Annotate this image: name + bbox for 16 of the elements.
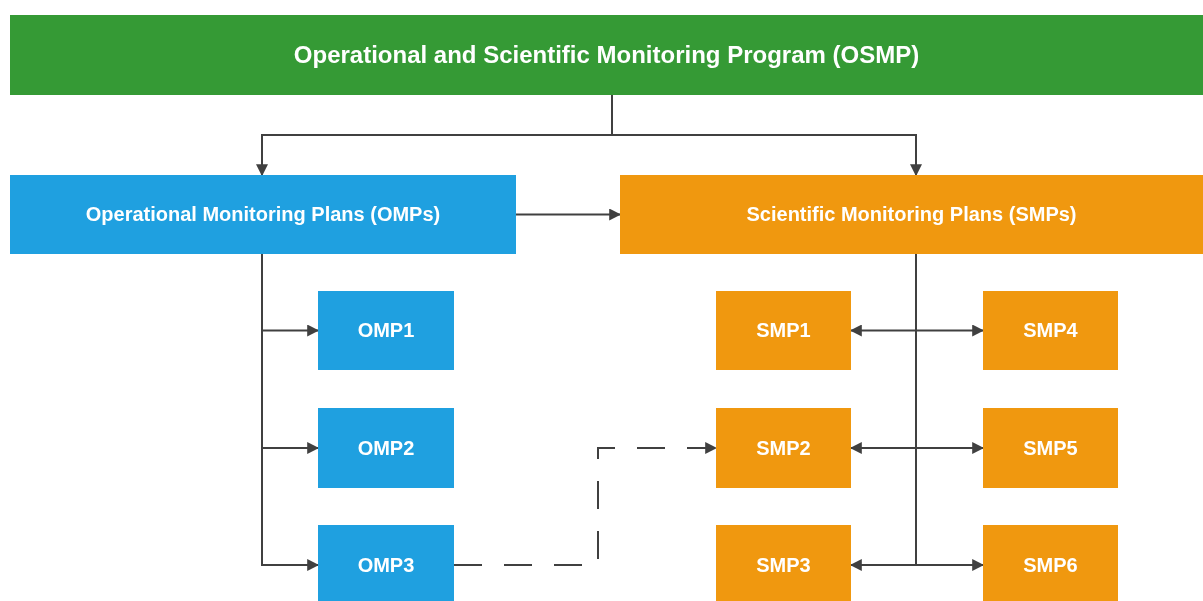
arrow — [915, 253, 985, 571]
arrow — [261, 253, 320, 571]
plan-box: SMP5 — [983, 408, 1118, 488]
plan-box: SMP2 — [716, 408, 851, 488]
plan-box: SMP3 — [716, 525, 851, 601]
plan-box: Scientific Monitoring Plans (SMPs) — [620, 175, 1203, 254]
plan-box: SMP6 — [983, 525, 1118, 601]
arrow — [515, 208, 622, 221]
plan-box: SMP4 — [983, 291, 1118, 370]
arrow — [453, 442, 718, 566]
plan-box: SMP1 — [716, 291, 851, 370]
plan-box: OMP1 — [318, 291, 454, 370]
plan-box: OMP2 — [318, 408, 454, 488]
program-banner: Operational and Scientific Monitoring Program (OSMP) — [10, 15, 1203, 95]
plan-box: OMP3 — [318, 525, 454, 601]
plan-box: Operational Monitoring Plans (OMPs) — [10, 175, 516, 254]
